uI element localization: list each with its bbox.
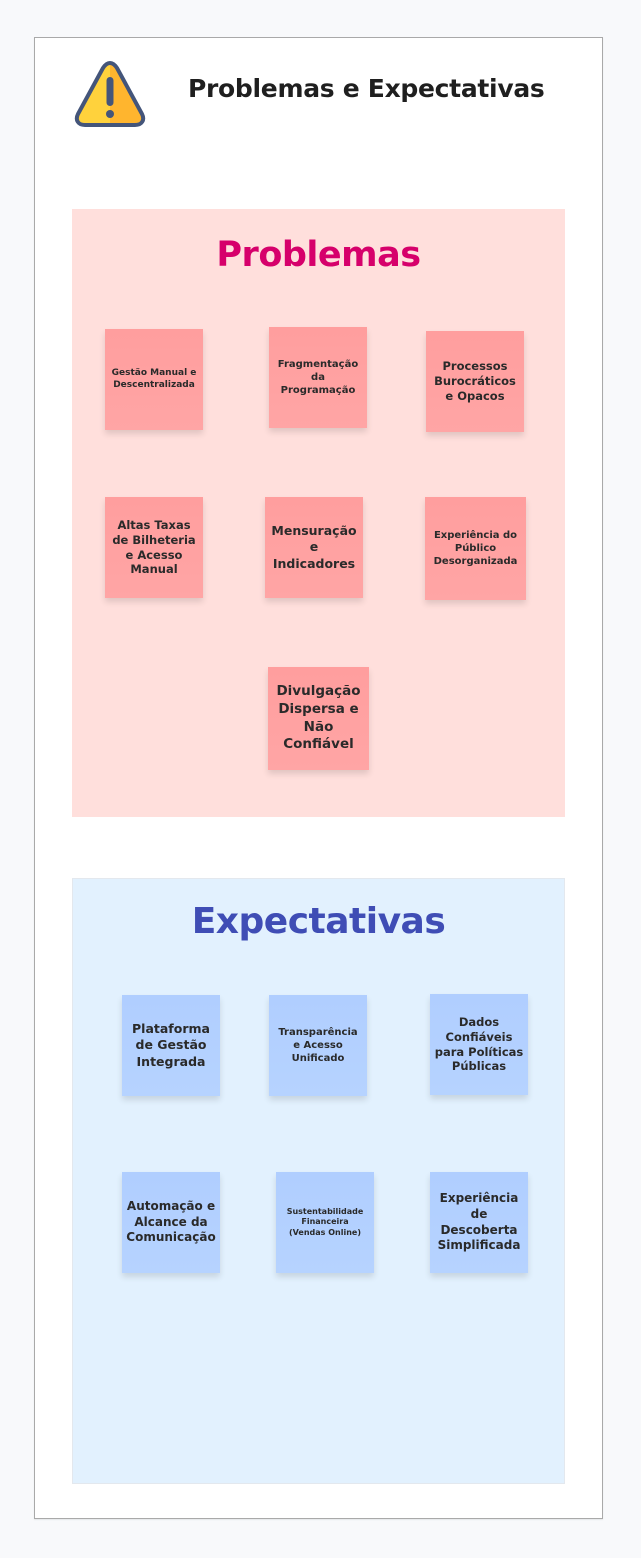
sticky-note[interactable]: Divulgação Dispersa e Não Confiável (268, 667, 369, 770)
sticky-note-text: Altas Taxas de Bilheteria e Acesso Manua… (112, 517, 196, 577)
sticky-note-text: Experiência do Público Desorganizada (433, 530, 518, 567)
expectations-section: Expectativas Plataforma de Gestão Integr… (72, 878, 565, 1484)
sticky-note[interactable]: Dados Confiáveis para Políticas Públicas (430, 994, 528, 1095)
sticky-note-text: Plataforma de Gestão Integrada (132, 1021, 210, 1069)
sticky-note-text: Sustentabilidade Financeira (Vendas Onli… (286, 1206, 364, 1237)
sticky-note-text: Processos Burocráticos e Opacos (434, 359, 516, 403)
sticky-note-text: Mensuração e Indicadores (271, 523, 357, 571)
problems-section: Problemas Gestão Manual e Descentralizad… (72, 209, 565, 817)
sticky-note[interactable]: Experiência de Descoberta Simplificada (430, 1172, 528, 1273)
page-title: Problemas e Expectativas (188, 74, 545, 103)
sticky-note[interactable]: Automação e Alcance da Comunicação (122, 1172, 220, 1273)
sticky-note[interactable]: Mensuração e Indicadores (265, 497, 363, 598)
sticky-note[interactable]: Plataforma de Gestão Integrada (122, 995, 220, 1096)
sticky-note[interactable]: Transparência e Acesso Unificado (269, 995, 367, 1096)
sticky-note-text: Gestão Manual e Descentralizada (111, 367, 197, 390)
sticky-note[interactable]: Experiência do Público Desorganizada (425, 497, 526, 600)
sticky-note-text: Divulgação Dispersa e Não Confiável (276, 683, 361, 753)
sticky-note-text: Transparência e Acesso Unificado (278, 1027, 358, 1064)
sticky-note[interactable]: Sustentabilidade Financeira (Vendas Onli… (276, 1172, 374, 1273)
problems-title: Problemas (216, 235, 421, 275)
sticky-note[interactable]: Fragmentação da Programação (269, 327, 367, 428)
warning-icon (74, 58, 146, 128)
expectations-title: Expectativas (191, 901, 446, 942)
sticky-note-text: Automação e Alcance da Comunicação (126, 1199, 216, 1245)
sticky-note-text: Fragmentação da Programação (277, 359, 359, 396)
sticky-note[interactable]: Gestão Manual e Descentralizada (105, 329, 203, 430)
sticky-note-text: Dados Confiáveis para Políticas Públicas (434, 1014, 524, 1074)
sticky-note-text: Experiência de Descoberta Simplificada (437, 1191, 521, 1253)
sticky-note[interactable]: Altas Taxas de Bilheteria e Acesso Manua… (105, 497, 203, 598)
sticky-note[interactable]: Processos Burocráticos e Opacos (426, 331, 524, 432)
